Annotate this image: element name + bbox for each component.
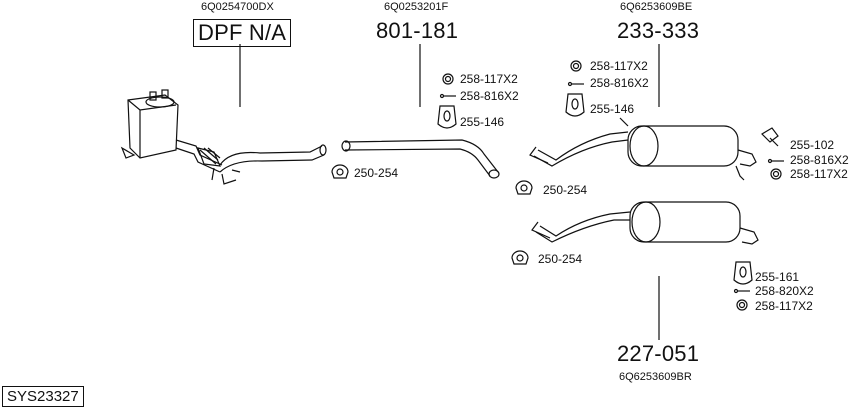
dpf-oe-code: 6Q0254700DX	[201, 1, 274, 13]
rear-upper-oe-code: 6Q6253609BE	[620, 1, 693, 13]
bolt-icons	[439, 81, 784, 294]
rear-silencer-upper-drawing	[529, 117, 757, 181]
front-pipe-part-number[interactable]: 801-181	[376, 18, 459, 43]
rear-lower-oe-code: 6Q6253609BR	[619, 371, 692, 383]
accessory-label[interactable]: 255-102	[790, 138, 835, 152]
system-code: SYS23327	[2, 386, 84, 407]
accessory-label[interactable]: 258-816X2	[460, 89, 519, 103]
accessory-label[interactable]: 255-146	[590, 102, 635, 116]
rear-upper-part-number[interactable]: 233-333	[617, 18, 700, 43]
clamp-icons	[331, 164, 533, 265]
accessory-label[interactable]: 258-820X2	[755, 284, 814, 298]
accessory-label[interactable]: 258-117X2	[790, 167, 848, 181]
accessory-label[interactable]: 250-254	[543, 183, 588, 197]
accessory-label[interactable]: 258-117X2	[460, 72, 518, 86]
accessory-label[interactable]: 258-816X2	[790, 153, 849, 167]
rear-silencer-lower-drawing	[531, 201, 759, 245]
accessory-label[interactable]: 258-117X2	[755, 299, 813, 313]
rear-lower-part-number[interactable]: 227-051	[617, 341, 700, 366]
accessory-label[interactable]: 258-816X2	[590, 76, 649, 90]
accessory-label[interactable]: 258-117X2	[590, 59, 648, 73]
dpf-unit-drawing	[120, 89, 327, 185]
accessory-label[interactable]: 250-254	[538, 252, 583, 266]
accessory-label[interactable]: 255-146	[460, 115, 505, 129]
accessory-label[interactable]: 250-254	[354, 166, 399, 180]
dpf-part-number[interactable]: DPF N/A	[193, 19, 292, 47]
hanger-icons	[437, 93, 779, 285]
accessory-label[interactable]: 255-161	[755, 270, 800, 284]
front-pipe-oe-code: 6Q0253201F	[384, 1, 449, 13]
front-pipe-drawing	[341, 139, 500, 179]
ring-icons	[442, 60, 782, 311]
